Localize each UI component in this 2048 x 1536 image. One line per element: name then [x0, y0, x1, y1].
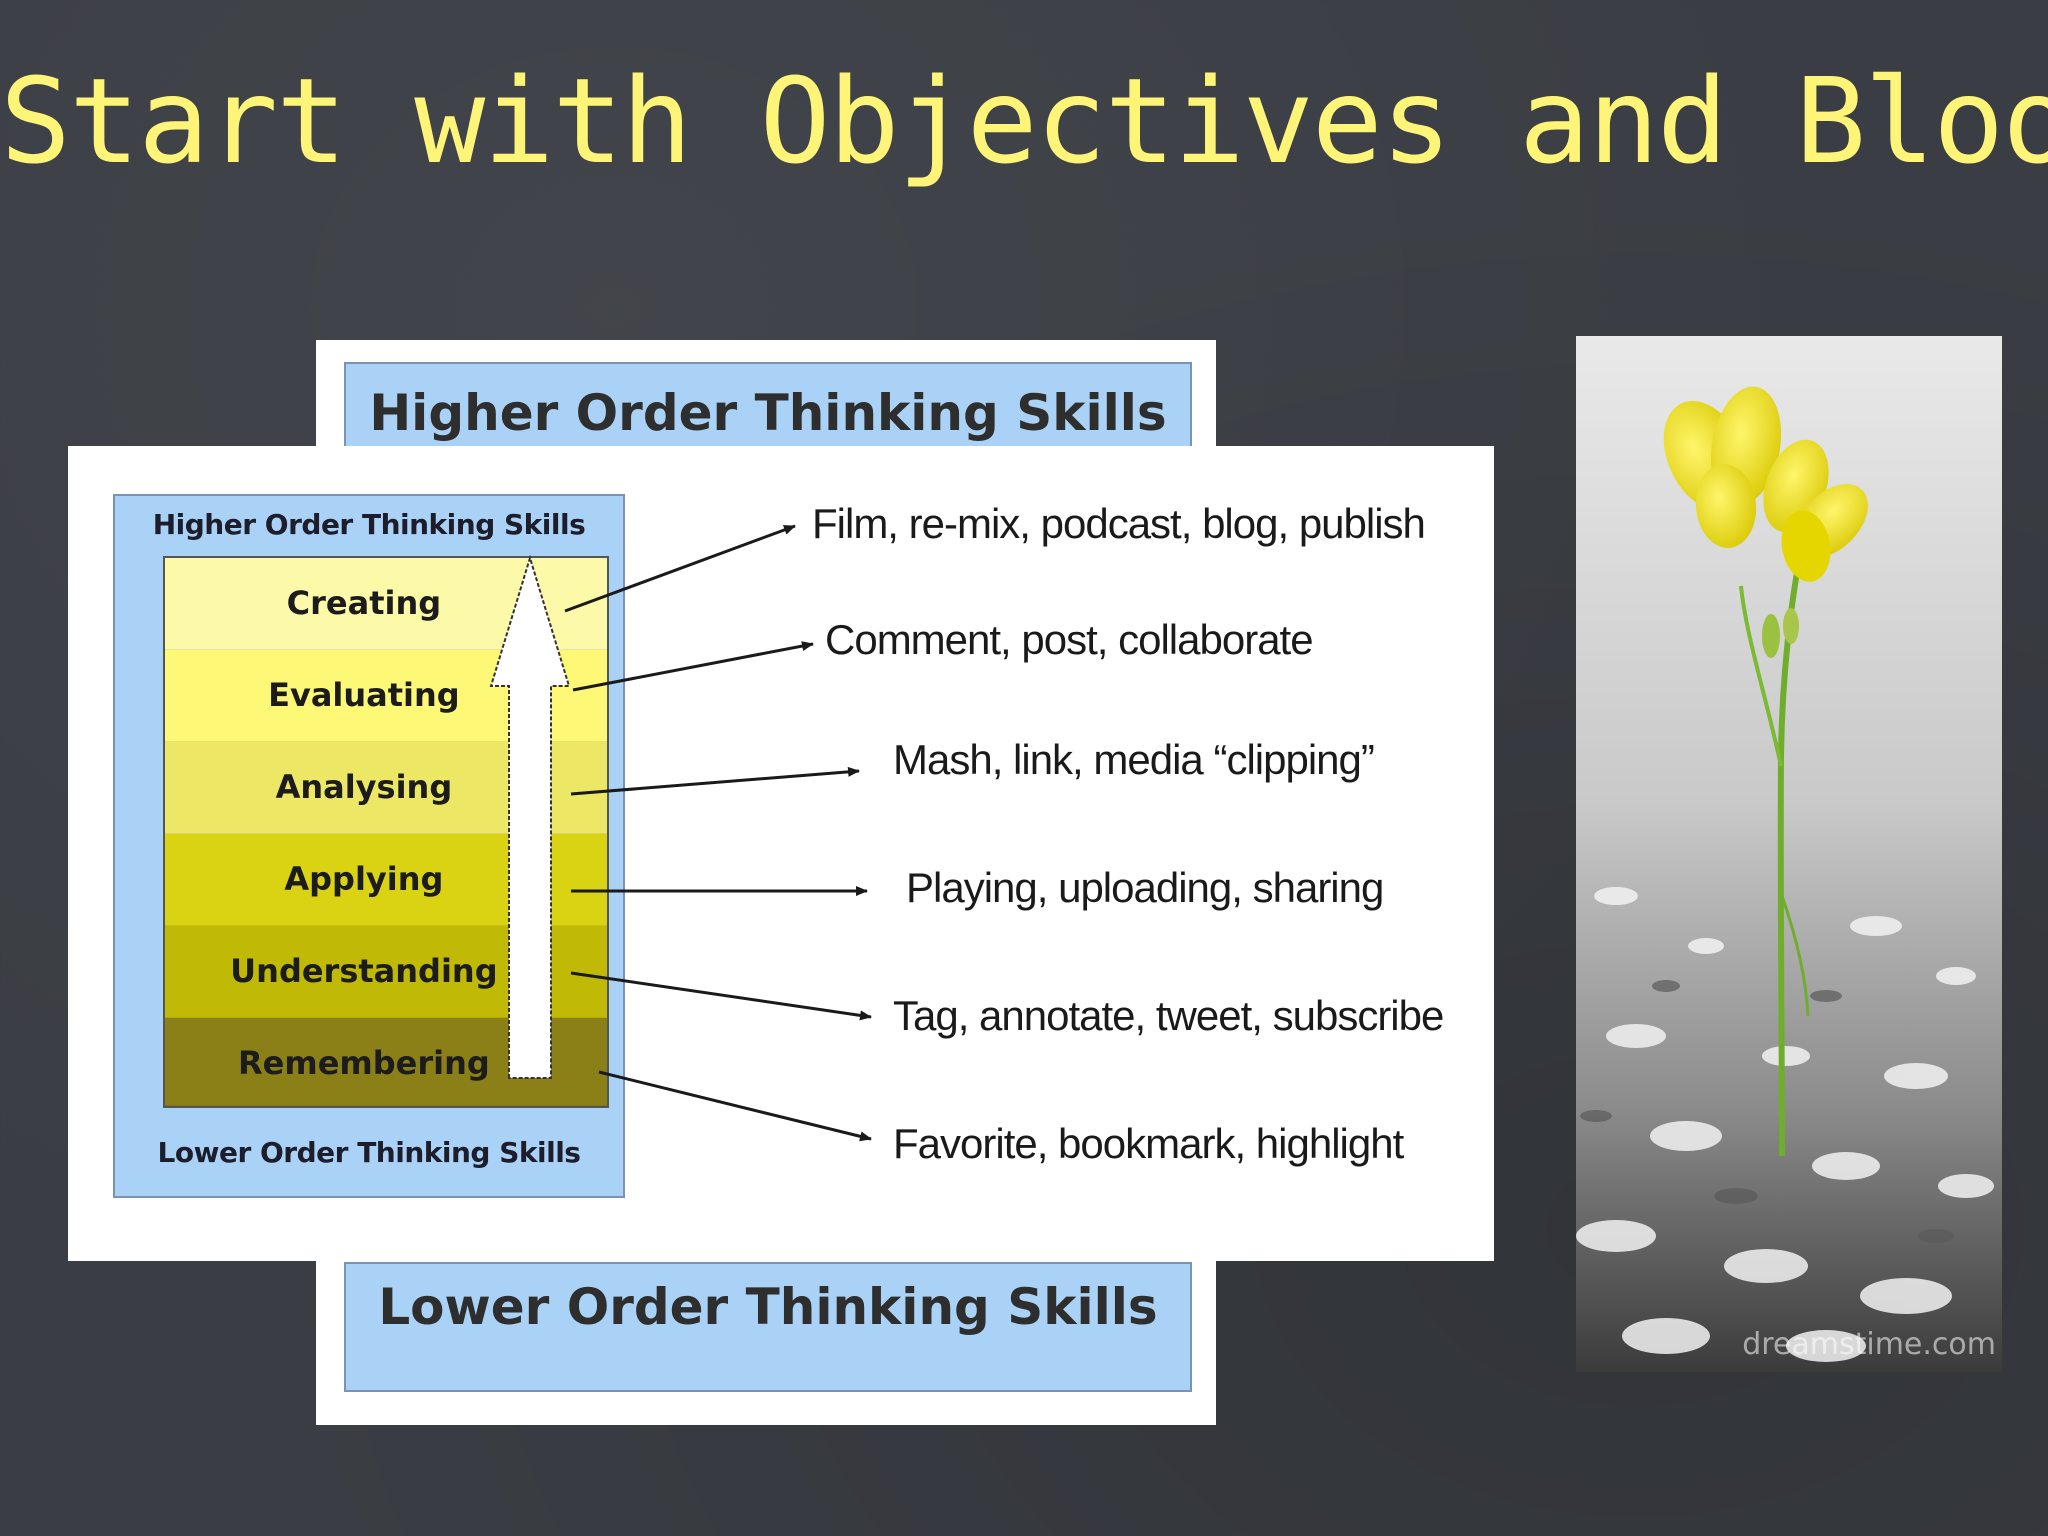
- level-creating: Creating: [165, 558, 607, 650]
- level-understanding: Understanding: [165, 926, 607, 1018]
- flower-image: [1576, 336, 2002, 1372]
- level-remembering: Remembering: [165, 1018, 607, 1106]
- activity-analysing: Mash, link, media “clipping”: [893, 736, 1375, 783]
- lower-order-label: Lower Order Thinking Skills: [157, 1136, 581, 1169]
- connector-remembering: [598, 1070, 872, 1142]
- flower-through-gravel-photo: dreamstime.com: [1576, 336, 2002, 1372]
- yellow-flower-icon: [1663, 386, 1868, 582]
- bloom-diagram-card: Higher Order Thinking Skills Lower Order…: [68, 446, 1494, 1261]
- activity-evaluating: Comment, post, collaborate: [825, 616, 1314, 663]
- back-card-top-label: Higher Order Thinking Skills: [369, 384, 1167, 442]
- higher-order-label: Higher Order Thinking Skills: [152, 508, 586, 541]
- level-label: Applying: [284, 860, 444, 898]
- back-card-bottom-label: Lower Order Thinking Skills: [378, 1278, 1158, 1336]
- level-applying: Applying: [165, 834, 607, 926]
- level-label: Remembering: [238, 1044, 490, 1082]
- level-analysing: Analysing: [165, 742, 607, 834]
- photo-watermark: dreamstime.com: [1742, 1327, 1996, 1362]
- back-card-top-band: Higher Order Thinking Skills: [344, 362, 1192, 462]
- back-card-bottom-band: Lower Order Thinking Skills: [344, 1262, 1192, 1392]
- activity-understanding: Tag, annotate, tweet, subscribe: [893, 992, 1444, 1039]
- level-label: Analysing: [275, 768, 453, 806]
- level-evaluating: Evaluating: [165, 650, 607, 742]
- slide-title: Start with Objectives and Bloom: [0, 52, 2048, 190]
- level-label: Creating: [286, 584, 442, 622]
- activity-applying: Playing, uploading, sharing: [906, 864, 1384, 911]
- level-label: Understanding: [230, 952, 498, 990]
- bloom-levels: Creating Evaluating Analysing Applying U…: [163, 556, 609, 1108]
- activity-remembering: Favorite, bookmark, highlight: [893, 1120, 1404, 1167]
- level-label: Evaluating: [268, 676, 460, 714]
- activity-creating: Film, re-mix, podcast, blog, publish: [812, 500, 1426, 547]
